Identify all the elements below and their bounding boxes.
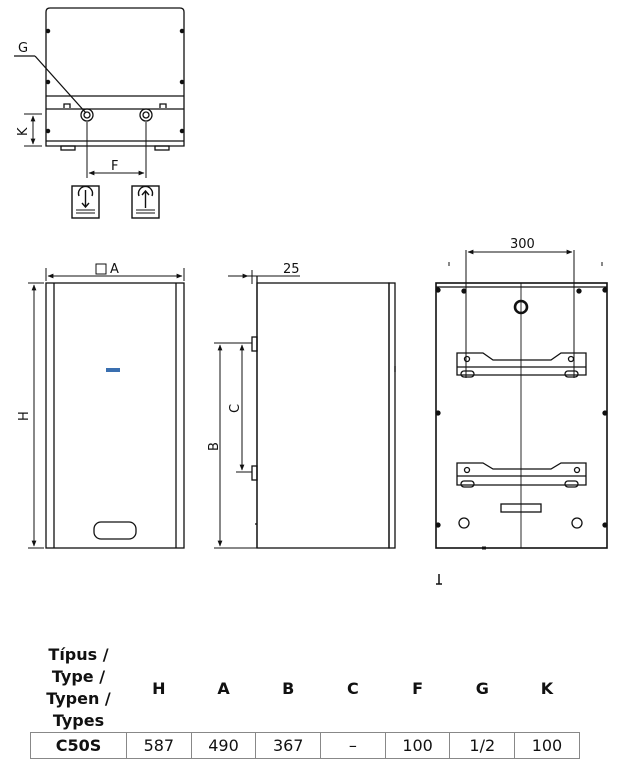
dim-b-label: B — [207, 442, 222, 451]
front-handle-cutout — [93, 521, 137, 540]
upper-mount-bracket — [456, 352, 587, 376]
dim-depth-label: 25 — [283, 262, 300, 277]
table-header-row: Típus / Type / Typen / Types H A B C F G… — [31, 644, 580, 733]
inlet-pipe — [139, 108, 153, 122]
outlet-pipe — [80, 108, 94, 122]
type-header-line: Type / — [51, 667, 106, 686]
top-port — [513, 299, 529, 315]
heater-body-outline — [45, 7, 185, 147]
rear-view — [435, 249, 608, 585]
column-header-c: C — [347, 678, 359, 698]
column-header-h: H — [152, 678, 166, 698]
lower-hanger — [251, 465, 258, 481]
value-cell-h: 587 — [126, 732, 192, 759]
value-cell-c: – — [320, 732, 386, 759]
front-view — [28, 263, 185, 549]
column-header-k: K — [540, 678, 554, 698]
column-header-a: A — [217, 678, 230, 698]
value-cell-a: 490 — [190, 732, 257, 759]
value-cell-k: 100 — [514, 732, 580, 759]
dim-k-label: K — [16, 127, 31, 136]
dim-c-label: C — [228, 404, 243, 413]
model-cell: C50S — [30, 732, 127, 759]
dim-spacing-label: 300 — [510, 237, 535, 252]
technical-drawing: G K F A H — [14, 7, 608, 585]
value-cell-f: 100 — [384, 732, 451, 759]
type-header: Típus / Type / Typen / Types — [31, 644, 127, 733]
table-row: C50S 587 490 367 – 100 1/2 100 — [30, 732, 580, 759]
outlet-pipe-icon — [71, 185, 100, 219]
column-header-g: G — [475, 678, 489, 698]
dim-g-label: G — [18, 41, 28, 56]
dim-h-label: H — [17, 411, 32, 421]
type-header-line: Types — [52, 711, 105, 730]
dim-f-label: F — [111, 159, 118, 174]
upper-hanger — [251, 336, 258, 352]
lower-mount-bracket — [456, 462, 587, 486]
type-header-line: Típus / — [48, 645, 109, 664]
bottom-view — [14, 7, 185, 178]
inlet-pipe-icon — [131, 185, 160, 219]
value-cell-g: 1/2 — [449, 732, 516, 759]
side-view — [214, 270, 396, 549]
rear-plate — [500, 503, 542, 513]
column-header-f: F — [412, 678, 424, 698]
dim-a-label: A — [110, 262, 119, 277]
specification-table: Típus / Type / Typen / Types H A B C F G… — [30, 644, 580, 759]
brand-logo — [106, 368, 120, 372]
column-header-b: B — [282, 678, 295, 698]
value-cell-b: 367 — [255, 732, 322, 759]
type-header-line: Typen / — [46, 689, 111, 708]
